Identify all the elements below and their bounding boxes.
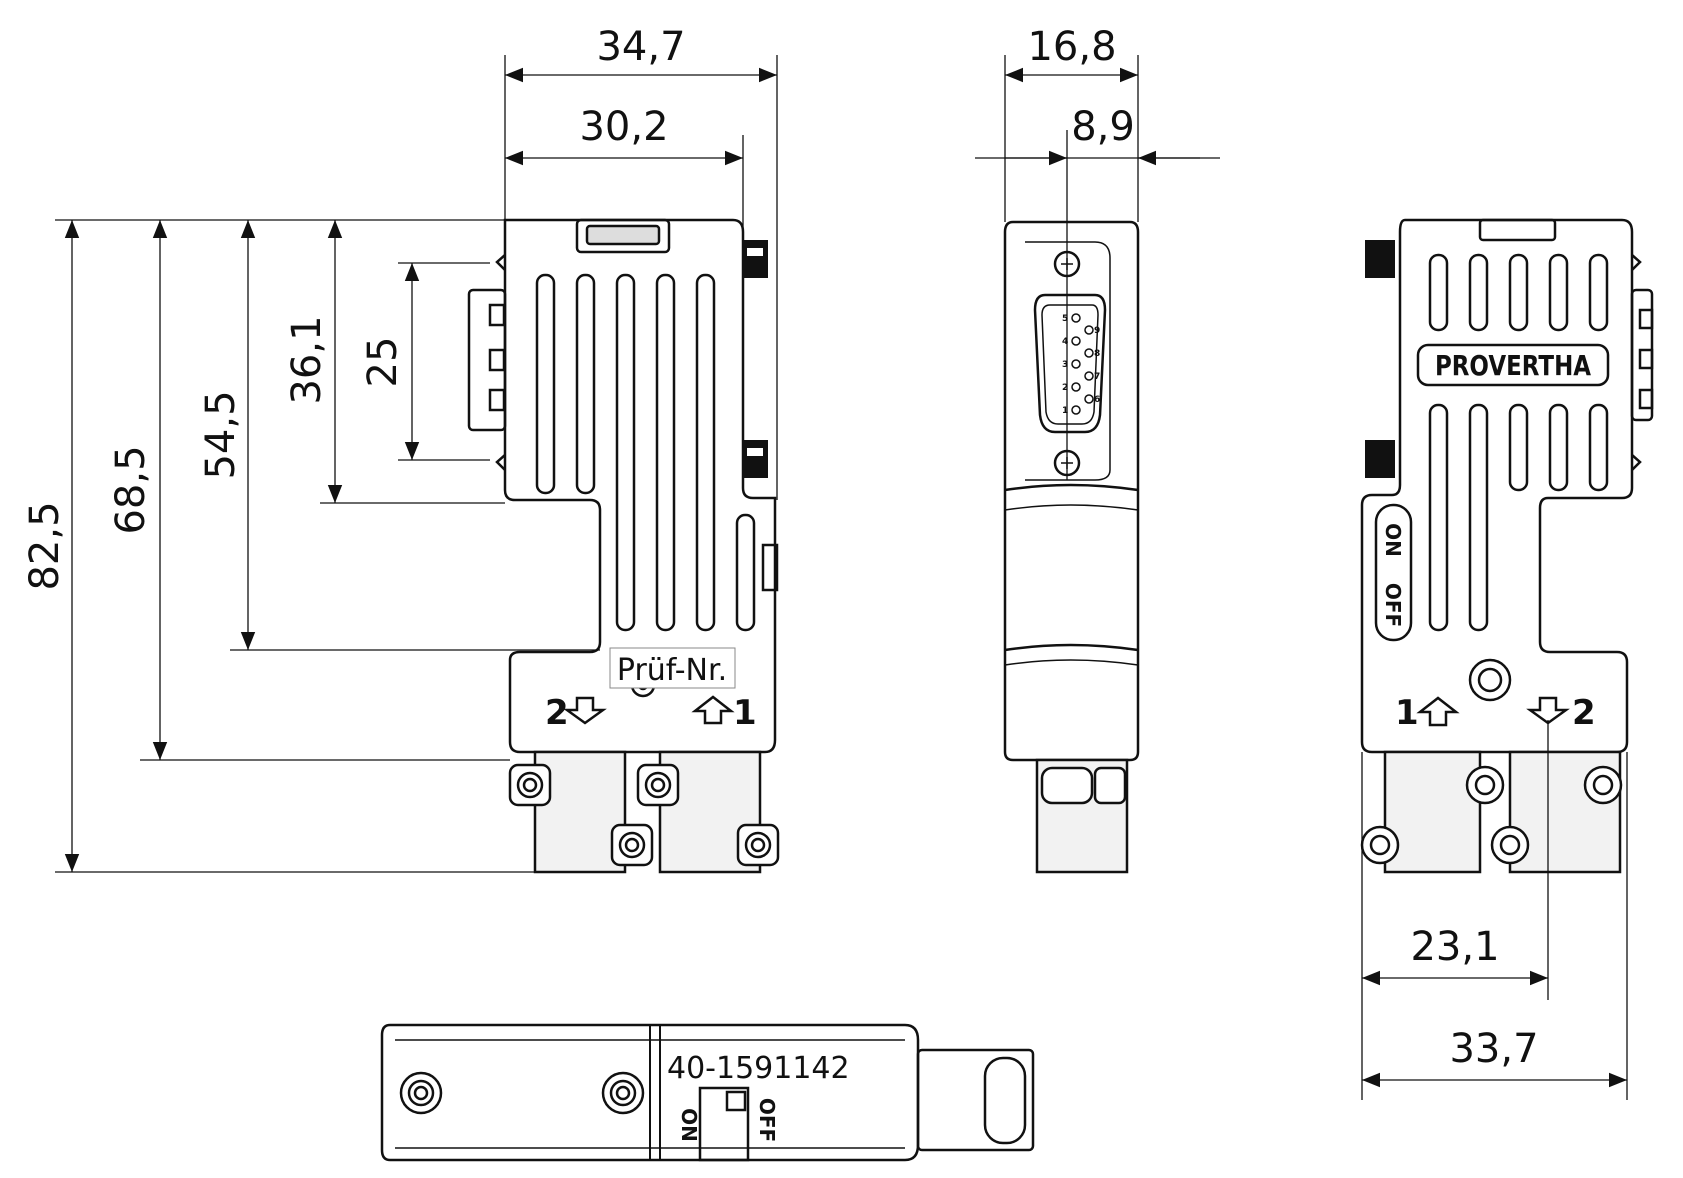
dim-33-7: 33,7: [1449, 1026, 1538, 1072]
brand-badge: [1416, 343, 1610, 387]
pin-label: 5: [1062, 314, 1068, 324]
dsub-pins: 5 4 3 2 1 9 8 7 6: [1062, 313, 1100, 416]
dim-68-5: 68,5: [108, 445, 154, 534]
pin-label: 8: [1094, 349, 1100, 359]
front-view: [467, 218, 780, 874]
pin-label: 3: [1062, 360, 1068, 370]
front-view-slot: [735, 513, 756, 632]
front-view-clip-top: [743, 240, 768, 278]
pin-label: 9: [1094, 326, 1100, 336]
dimension-lines: [55, 55, 1628, 1100]
up-arrow-icon: [1416, 696, 1460, 727]
back-view-screw: [1468, 658, 1512, 702]
front-view-slot: [575, 273, 596, 495]
down-arrow-icon: [563, 696, 607, 725]
up-arrow-icon: [691, 695, 735, 725]
switch-pill: [1374, 503, 1413, 642]
dimension-values: 34,7 30,2 82,5 68,5 54,5 36,1 25 16,8 8,…: [22, 24, 1539, 1072]
dim-34-7: 34,7: [596, 24, 685, 70]
bottom-view-screw: [601, 1071, 645, 1115]
front-view-slot: [655, 273, 676, 632]
bottom-view-screw: [399, 1071, 443, 1115]
front-view-housing: [503, 218, 777, 754]
dim-36-1: 36,1: [284, 315, 330, 404]
dsub-face: [1033, 293, 1107, 434]
pin-label: 1: [1062, 406, 1068, 416]
back-view-latch: [1478, 218, 1557, 242]
port-2-label: 2: [1572, 693, 1596, 733]
back-view-slot: [1428, 253, 1449, 332]
back-view-slot: [1588, 253, 1609, 332]
dip-switch-knob: [725, 1090, 747, 1112]
back-view-slot: [1548, 403, 1569, 492]
back-view-slot: [1588, 403, 1609, 492]
pin-label: 7: [1094, 372, 1100, 382]
front-view-clip-bottom: [743, 440, 768, 478]
back-view-cable-left: [1383, 750, 1482, 874]
side-view: [1003, 220, 1140, 874]
dim-25: 25: [360, 337, 406, 388]
bottom-view-housing: [380, 1023, 920, 1162]
down-arrow-icon: [1526, 696, 1570, 725]
switch-on-label: ON: [677, 1108, 701, 1142]
brand-label: PROVERTHA: [1435, 350, 1591, 383]
dim-30-2: 30,2: [579, 104, 668, 150]
dim-23-1: 23,1: [1410, 924, 1499, 970]
back-view-slot: [1428, 403, 1449, 632]
dip-switch: [698, 1086, 750, 1162]
front-view-side-tab: [761, 543, 779, 592]
back-view-slot: [1508, 253, 1529, 332]
switch-off-label: OFF: [755, 1098, 779, 1142]
front-view-labels: Prüf-Nr. 2 1: [545, 647, 757, 733]
back-view-housing: [1360, 218, 1634, 754]
back-view-slot: [1548, 253, 1569, 332]
port-2-label: 2: [545, 693, 569, 733]
bottom-view: [380, 1023, 1035, 1162]
dim-54-5: 54,5: [198, 390, 244, 479]
pin-label: 2: [1062, 383, 1068, 393]
pruef-nr-label: Prüf-Nr.: [617, 653, 727, 688]
side-view-housing: [1003, 220, 1140, 762]
back-view-slot: [1468, 253, 1489, 332]
back-view-labels: PROVERTHA ON OFF 1 2: [1381, 350, 1596, 733]
back-view-slot: [1468, 403, 1489, 632]
pin-label: 4: [1062, 337, 1068, 347]
back-view-slot: [1508, 403, 1529, 492]
back-view: [1360, 218, 1654, 874]
pin-label: 6: [1094, 395, 1100, 405]
front-view-slot: [695, 273, 716, 632]
port-1-label: 1: [733, 693, 757, 733]
switch-on-label: ON: [1381, 523, 1405, 557]
switch-off-label: OFF: [1381, 583, 1405, 627]
dim-8-9: 8,9: [1071, 104, 1135, 150]
front-view-latch: [575, 218, 671, 254]
dim-82-5: 82,5: [22, 501, 68, 590]
front-view-slot: [615, 273, 636, 632]
front-view-slot: [535, 273, 556, 495]
port-1-label: 1: [1395, 693, 1419, 733]
bottom-view-labels: 40-1591142 ON OFF: [667, 1051, 850, 1142]
dim-16-8: 16,8: [1027, 24, 1116, 70]
part-number-label: 40-1591142: [667, 1051, 850, 1086]
